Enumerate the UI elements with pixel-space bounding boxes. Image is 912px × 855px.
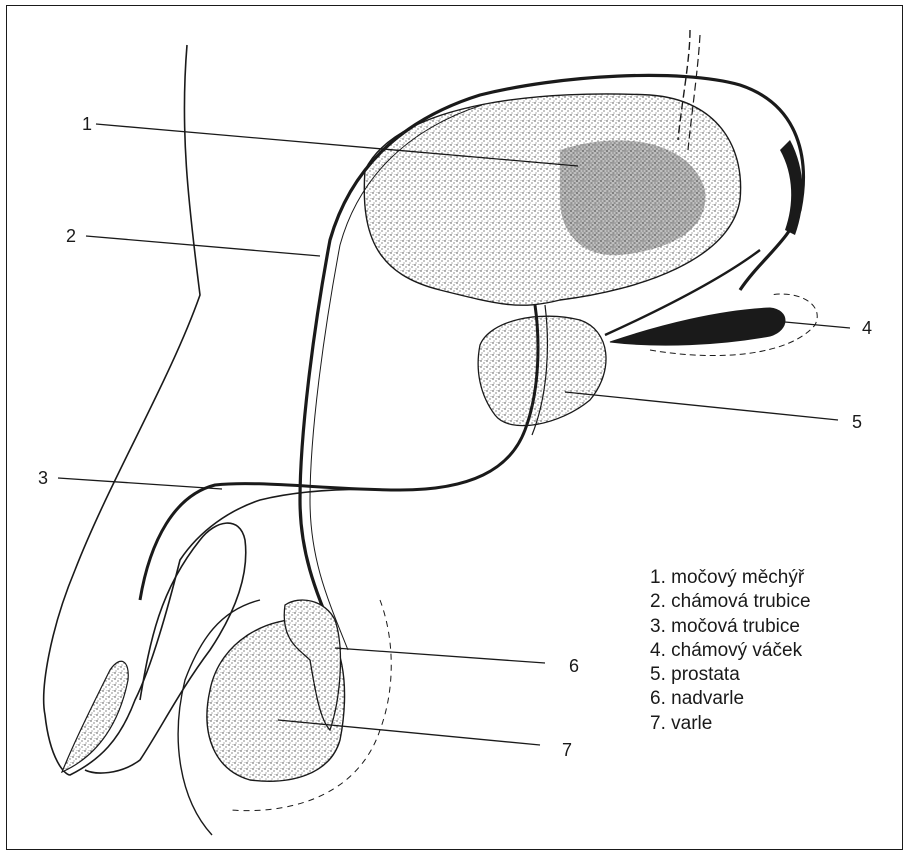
leader-line-6 (335, 648, 545, 663)
legend-item-seminal-vesicle: 4. chámový váček (650, 639, 811, 663)
legend-item-urethra: 3. močová trubice (650, 615, 811, 639)
callout-number-2: 2 (66, 226, 76, 246)
callout-number-6: 6 (569, 656, 579, 676)
callout-number-5: 5 (852, 412, 862, 432)
callout-number-1: 1 (82, 114, 92, 134)
leader-line-3 (58, 478, 222, 489)
legend-item-vas-deferens: 2. chámová trubice (650, 590, 811, 614)
callout-number-4: 4 (862, 318, 872, 338)
legend-item-prostate: 5. prostata (650, 663, 811, 687)
legend-item-testis: 7. varle (650, 712, 811, 736)
legend: 1. močový měchýř 2. chámová trubice 3. m… (650, 566, 811, 736)
leader-line-4 (785, 322, 850, 328)
leader-line-2 (86, 236, 320, 256)
legend-item-epididymis: 6. nadvarle (650, 687, 811, 711)
vas-deferens-dark-segment (780, 140, 803, 235)
callout-number-3: 3 (38, 468, 48, 488)
callout-number-7: 7 (562, 740, 572, 760)
urethra (140, 305, 538, 600)
prostate (478, 316, 606, 425)
leader-line-5 (565, 392, 838, 420)
seminal-vesicle (610, 308, 785, 345)
penis-tip (62, 661, 128, 772)
legend-item-urinary-bladder: 1. močový měchýř (650, 566, 811, 590)
